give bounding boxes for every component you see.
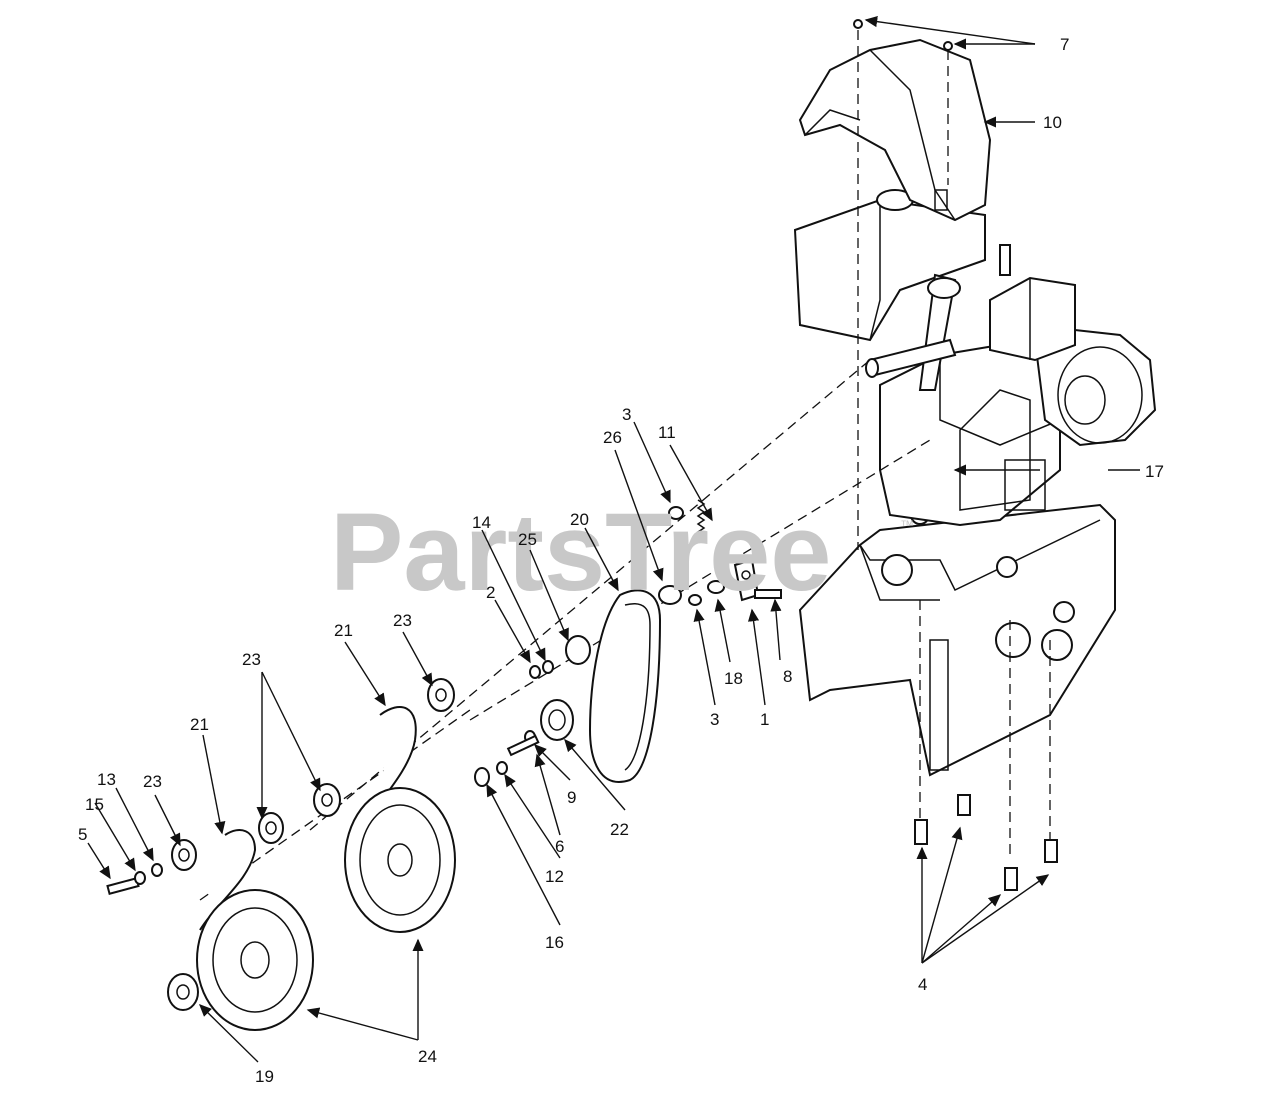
bolt-6 xyxy=(506,734,540,757)
idler-pulley-22 xyxy=(540,699,574,741)
hex-nut xyxy=(688,594,702,606)
washer-13 xyxy=(151,863,163,877)
frame-hole xyxy=(881,554,913,586)
engine-block xyxy=(879,343,1061,527)
frame-hole xyxy=(996,556,1018,578)
fuel-tank xyxy=(793,198,986,342)
watermark-tm: ™ xyxy=(900,517,914,533)
callout-16: 16 xyxy=(545,933,564,952)
choke-knob xyxy=(927,277,961,299)
air-cleaner xyxy=(989,276,1076,362)
watermark: PartsTree xyxy=(330,491,831,614)
frame-hole xyxy=(995,622,1031,658)
pulleys xyxy=(167,635,591,1031)
callout-1: 1 xyxy=(760,710,769,729)
mounting-bolts xyxy=(914,794,1058,891)
pulley-half-23c xyxy=(258,812,284,844)
washer-12 xyxy=(496,761,508,775)
callout-3-upper: 3 xyxy=(622,405,631,424)
spacer-25 xyxy=(565,635,591,665)
washer-16 xyxy=(474,767,490,787)
belt-cover xyxy=(798,38,992,222)
callout-8: 8 xyxy=(783,667,792,686)
engine-assembly xyxy=(793,189,1157,777)
callout-26: 26 xyxy=(603,428,622,447)
callout-25: 25 xyxy=(518,530,537,549)
starter-housing xyxy=(1033,328,1157,447)
callout-6: 6 xyxy=(555,837,564,856)
hub-19 xyxy=(167,973,199,1011)
callout-14: 14 xyxy=(472,513,491,532)
callout-12: 12 xyxy=(545,867,564,886)
frame-hole xyxy=(1053,601,1075,623)
small-hardware xyxy=(106,19,953,895)
callout-5: 5 xyxy=(78,825,87,844)
callout-17: 17 xyxy=(1145,462,1164,481)
callout-2: 2 xyxy=(486,583,495,602)
screw-7b xyxy=(943,41,953,51)
bushing xyxy=(707,580,725,594)
shoulder-bolt xyxy=(754,589,782,599)
callout-10: 10 xyxy=(1043,113,1062,132)
callout-23-middle: 23 xyxy=(242,650,261,669)
bolt-5 xyxy=(106,877,140,895)
frame-rail xyxy=(929,639,949,771)
spring xyxy=(696,499,706,537)
callout-21-upper: 21 xyxy=(334,621,353,640)
pulley-half-23d xyxy=(171,839,197,871)
hex-nut xyxy=(668,506,684,520)
washer-15 xyxy=(134,871,146,885)
pulley-24-rear xyxy=(344,787,456,933)
callout-22: 22 xyxy=(610,820,629,839)
callout-9: 9 xyxy=(567,788,576,807)
idler-spacer xyxy=(658,585,682,605)
callout-18: 18 xyxy=(724,669,743,688)
belt-20 xyxy=(588,589,662,783)
screw-7a xyxy=(853,19,863,29)
callout-labels: 1 2 3 3 4 5 6 7 8 9 10 11 12 13 14 15 16… xyxy=(78,35,1164,1086)
callout-7: 7 xyxy=(1060,35,1069,54)
washer-2 xyxy=(529,665,541,679)
pulley-24-front xyxy=(196,889,314,1031)
callout-21-lower: 21 xyxy=(190,715,209,734)
callout-23-upper: 23 xyxy=(393,611,412,630)
frame-hole xyxy=(1041,629,1073,661)
callout-15: 15 xyxy=(85,795,104,814)
frame-plate xyxy=(798,503,1116,777)
callout-13: 13 xyxy=(97,770,116,789)
callout-11: 11 xyxy=(658,423,676,442)
washer-14 xyxy=(542,660,554,674)
spark-plug xyxy=(999,244,1011,276)
callout-4: 4 xyxy=(918,975,927,994)
callout-19: 19 xyxy=(255,1067,274,1086)
leader-lines xyxy=(87,16,1140,1063)
pulley-half-23b xyxy=(313,783,341,817)
callout-3-lower: 3 xyxy=(710,710,719,729)
pulley-half-23a xyxy=(427,678,455,712)
callout-24: 24 xyxy=(418,1047,437,1066)
callout-23-lower: 23 xyxy=(143,772,162,791)
idler-hardware xyxy=(658,499,782,606)
callout-20: 20 xyxy=(570,510,589,529)
